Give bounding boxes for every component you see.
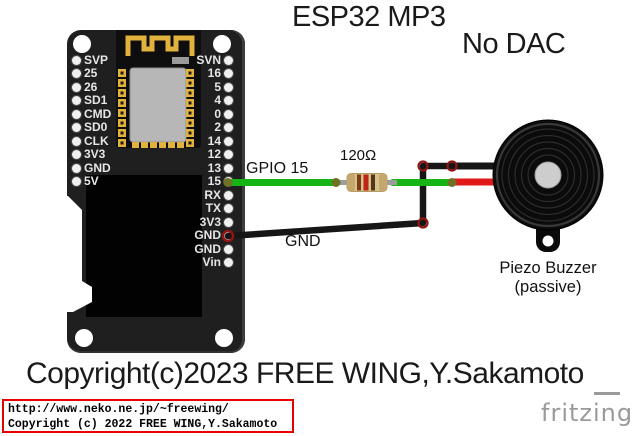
mount-hole-top-right — [213, 35, 231, 53]
mount-hole-bottom-left — [75, 329, 93, 347]
buzzer-mount-tab — [536, 212, 560, 252]
signal-wire-label: GPIO 15 — [246, 160, 309, 177]
piezo-buzzer — [492, 119, 604, 252]
display-screen — [86, 175, 202, 317]
diagram-title: ESP32 MP3 — [292, 1, 446, 33]
module-pads — [118, 69, 194, 148]
wire-cap — [331, 178, 341, 187]
resistor-band-3 — [371, 174, 375, 191]
junction-ring — [446, 160, 458, 172]
buzzer-body — [492, 119, 604, 231]
link-box-copyright: Copyright (c) 2022 FREE WING,Y.Sakamoto — [8, 418, 278, 431]
link-box-url: http://www.neko.ne.jp/~freewing/ — [8, 403, 229, 416]
wire-cap — [447, 178, 457, 187]
junction-ring — [417, 160, 429, 172]
buzzer-type-label: (passive) — [514, 278, 582, 296]
buzzer-center — [534, 161, 562, 189]
buzzer-tab-hole — [542, 235, 554, 247]
ground-wire-label: GND — [285, 233, 321, 250]
copyright-underline — [594, 392, 620, 395]
link-box: http://www.neko.ne.jp/~freewing/ Copyrig… — [2, 399, 294, 433]
esp32-board — [67, 30, 245, 353]
resistor-value-label: 120Ω — [340, 147, 377, 164]
fritzing-watermark: fritzing — [541, 399, 634, 427]
resistor — [346, 173, 388, 192]
resistor-band-2 — [363, 174, 369, 191]
antenna-icon — [125, 35, 195, 56]
resistor-band-1 — [357, 174, 361, 191]
module-graphics — [118, 35, 195, 148]
junction-ring — [417, 217, 429, 229]
module-shield — [129, 67, 187, 143]
buzzer-name-label: Piezo Buzzer — [499, 259, 597, 277]
copyright-text: Copyright(c)2023 FREE WING,Y.Sakamoto — [26, 357, 584, 390]
module-component — [172, 57, 189, 64]
mount-hole-top-left — [73, 35, 91, 53]
mount-hole-bottom-right — [215, 329, 233, 347]
esp32-wroom-module — [116, 30, 201, 148]
diagram-subtitle: No DAC — [462, 28, 566, 60]
